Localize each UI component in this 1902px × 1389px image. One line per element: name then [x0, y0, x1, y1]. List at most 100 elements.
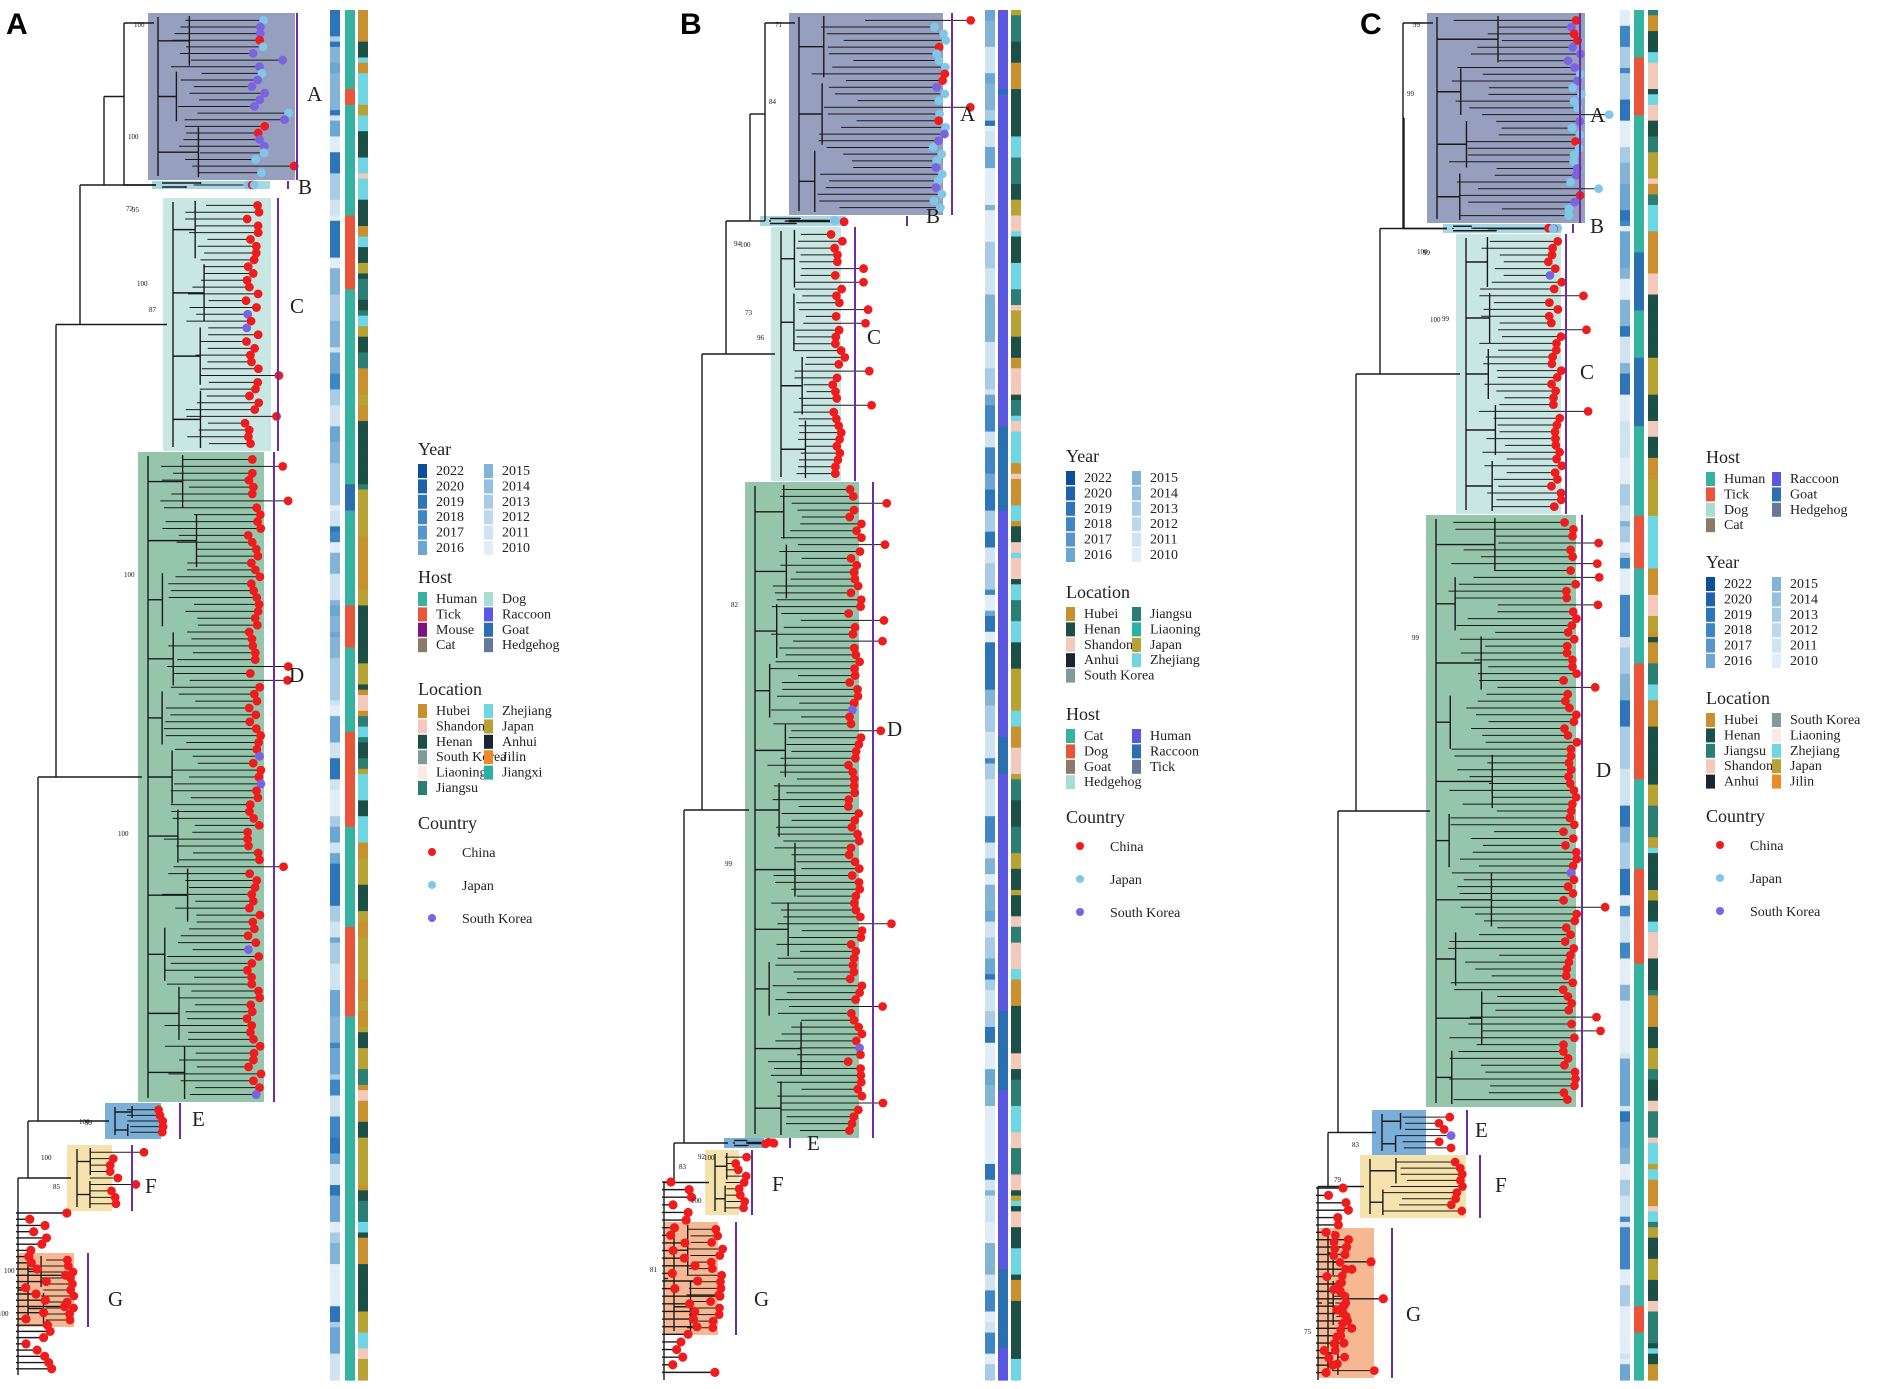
strip-segment	[985, 652, 995, 659]
legend-swatch	[1772, 623, 1781, 638]
strip-segment	[1648, 1295, 1658, 1302]
strip-segment	[1634, 110, 1644, 116]
tip-point	[1551, 434, 1560, 443]
legend-swatch	[1706, 638, 1715, 653]
strip-segment	[998, 1148, 1008, 1155]
legend-swatch	[1772, 577, 1781, 591]
tip-point	[1567, 1019, 1576, 1029]
strip-segment	[1648, 1311, 1658, 1318]
strip-segment	[358, 320, 368, 327]
strip-segment	[358, 1295, 368, 1302]
strip-segment	[1011, 1221, 1021, 1228]
strip-segment	[1620, 310, 1630, 317]
strip-segment	[1648, 689, 1658, 696]
strip-segment	[1648, 700, 1658, 707]
strip-segment	[985, 320, 995, 327]
tip-point	[1560, 518, 1569, 527]
tip-point	[1331, 1230, 1340, 1240]
tip-point	[845, 712, 854, 722]
legend-item-label: 2015	[1790, 577, 1818, 592]
strip-segment	[345, 695, 355, 701]
tip-point	[1553, 237, 1563, 246]
strip-segment	[1648, 210, 1658, 217]
strip-segment	[998, 341, 1008, 348]
strip-segment	[1620, 531, 1630, 538]
tip-point	[245, 717, 255, 727]
strip-segment	[345, 1295, 355, 1302]
legend-item-label: 2014	[1150, 486, 1178, 501]
legend-item-label: 2022	[1724, 577, 1752, 592]
strip-segment	[1011, 194, 1021, 201]
strip-segment	[1011, 447, 1021, 454]
strip-segment	[345, 863, 355, 870]
strip-segment	[358, 1337, 368, 1344]
strip-segment	[985, 421, 995, 427]
strip-segment	[1011, 168, 1021, 174]
strip-segment	[998, 231, 1008, 238]
strip-segment	[345, 647, 355, 654]
strip-segment	[998, 1074, 1008, 1081]
strip-segment	[1648, 336, 1658, 343]
strip-segment	[1648, 953, 1658, 960]
strip-segment	[1634, 563, 1644, 570]
tip-point	[1568, 524, 1578, 534]
strip-segment	[1634, 410, 1644, 417]
strip-segment	[345, 932, 355, 938]
tip-point	[668, 1245, 678, 1256]
legend-swatch	[1706, 774, 1715, 789]
strip-segment	[1634, 368, 1644, 375]
strip-segment	[998, 947, 1008, 954]
legend-item-label: 2013	[1150, 502, 1178, 517]
strip-segment	[330, 889, 340, 896]
strip-segment	[1648, 394, 1658, 401]
strip-segment	[1634, 189, 1644, 196]
strip-segment	[1634, 658, 1644, 664]
strip-segment	[345, 157, 355, 164]
tip-point	[255, 62, 264, 72]
tip-point	[833, 455, 843, 465]
strip-segment	[358, 468, 368, 475]
tip-point	[1446, 1200, 1456, 1210]
tip-point	[1330, 1244, 1340, 1254]
strip-segment	[1011, 858, 1021, 865]
strip-segment	[1620, 995, 1630, 1002]
strip-segment	[1634, 252, 1644, 259]
strip-segment	[345, 810, 355, 817]
strip-segment	[358, 1332, 368, 1339]
tip-point	[940, 69, 950, 79]
strip-segment	[345, 874, 355, 881]
strip-segment	[330, 194, 340, 201]
strip-segment	[330, 842, 340, 849]
strip-segment	[1648, 779, 1658, 786]
strip-segment	[985, 368, 995, 375]
strip-segment	[998, 810, 1008, 817]
strip-segment	[998, 974, 1008, 981]
strip-segment	[1648, 774, 1658, 780]
tip-point	[249, 1034, 258, 1044]
strip-segment	[1011, 963, 1021, 970]
strip-segment	[985, 52, 995, 59]
legend-item-label: 2019	[436, 495, 464, 510]
strip-segment	[1648, 315, 1658, 322]
strip-segment	[358, 1190, 368, 1197]
strip-segment	[358, 125, 368, 132]
strip-segment	[1011, 979, 1021, 986]
strip-segment	[1634, 62, 1644, 69]
strip-segment	[998, 394, 1008, 401]
strip-segment	[1634, 147, 1644, 153]
strip-segment	[345, 1095, 355, 1102]
strip-segment	[1011, 515, 1021, 522]
tip-point	[856, 733, 866, 743]
strip-segment	[998, 62, 1008, 69]
tip-point	[259, 141, 269, 151]
tip-point	[1341, 1198, 1351, 1208]
strip-segment	[985, 737, 995, 744]
strip-segment	[1011, 958, 1021, 965]
strip-segment	[330, 810, 340, 817]
strip-segment	[1648, 173, 1658, 180]
strip-segment	[345, 247, 355, 253]
strip-segment	[998, 1206, 1008, 1212]
strip-segment	[358, 900, 368, 907]
strip-segment	[358, 947, 368, 954]
